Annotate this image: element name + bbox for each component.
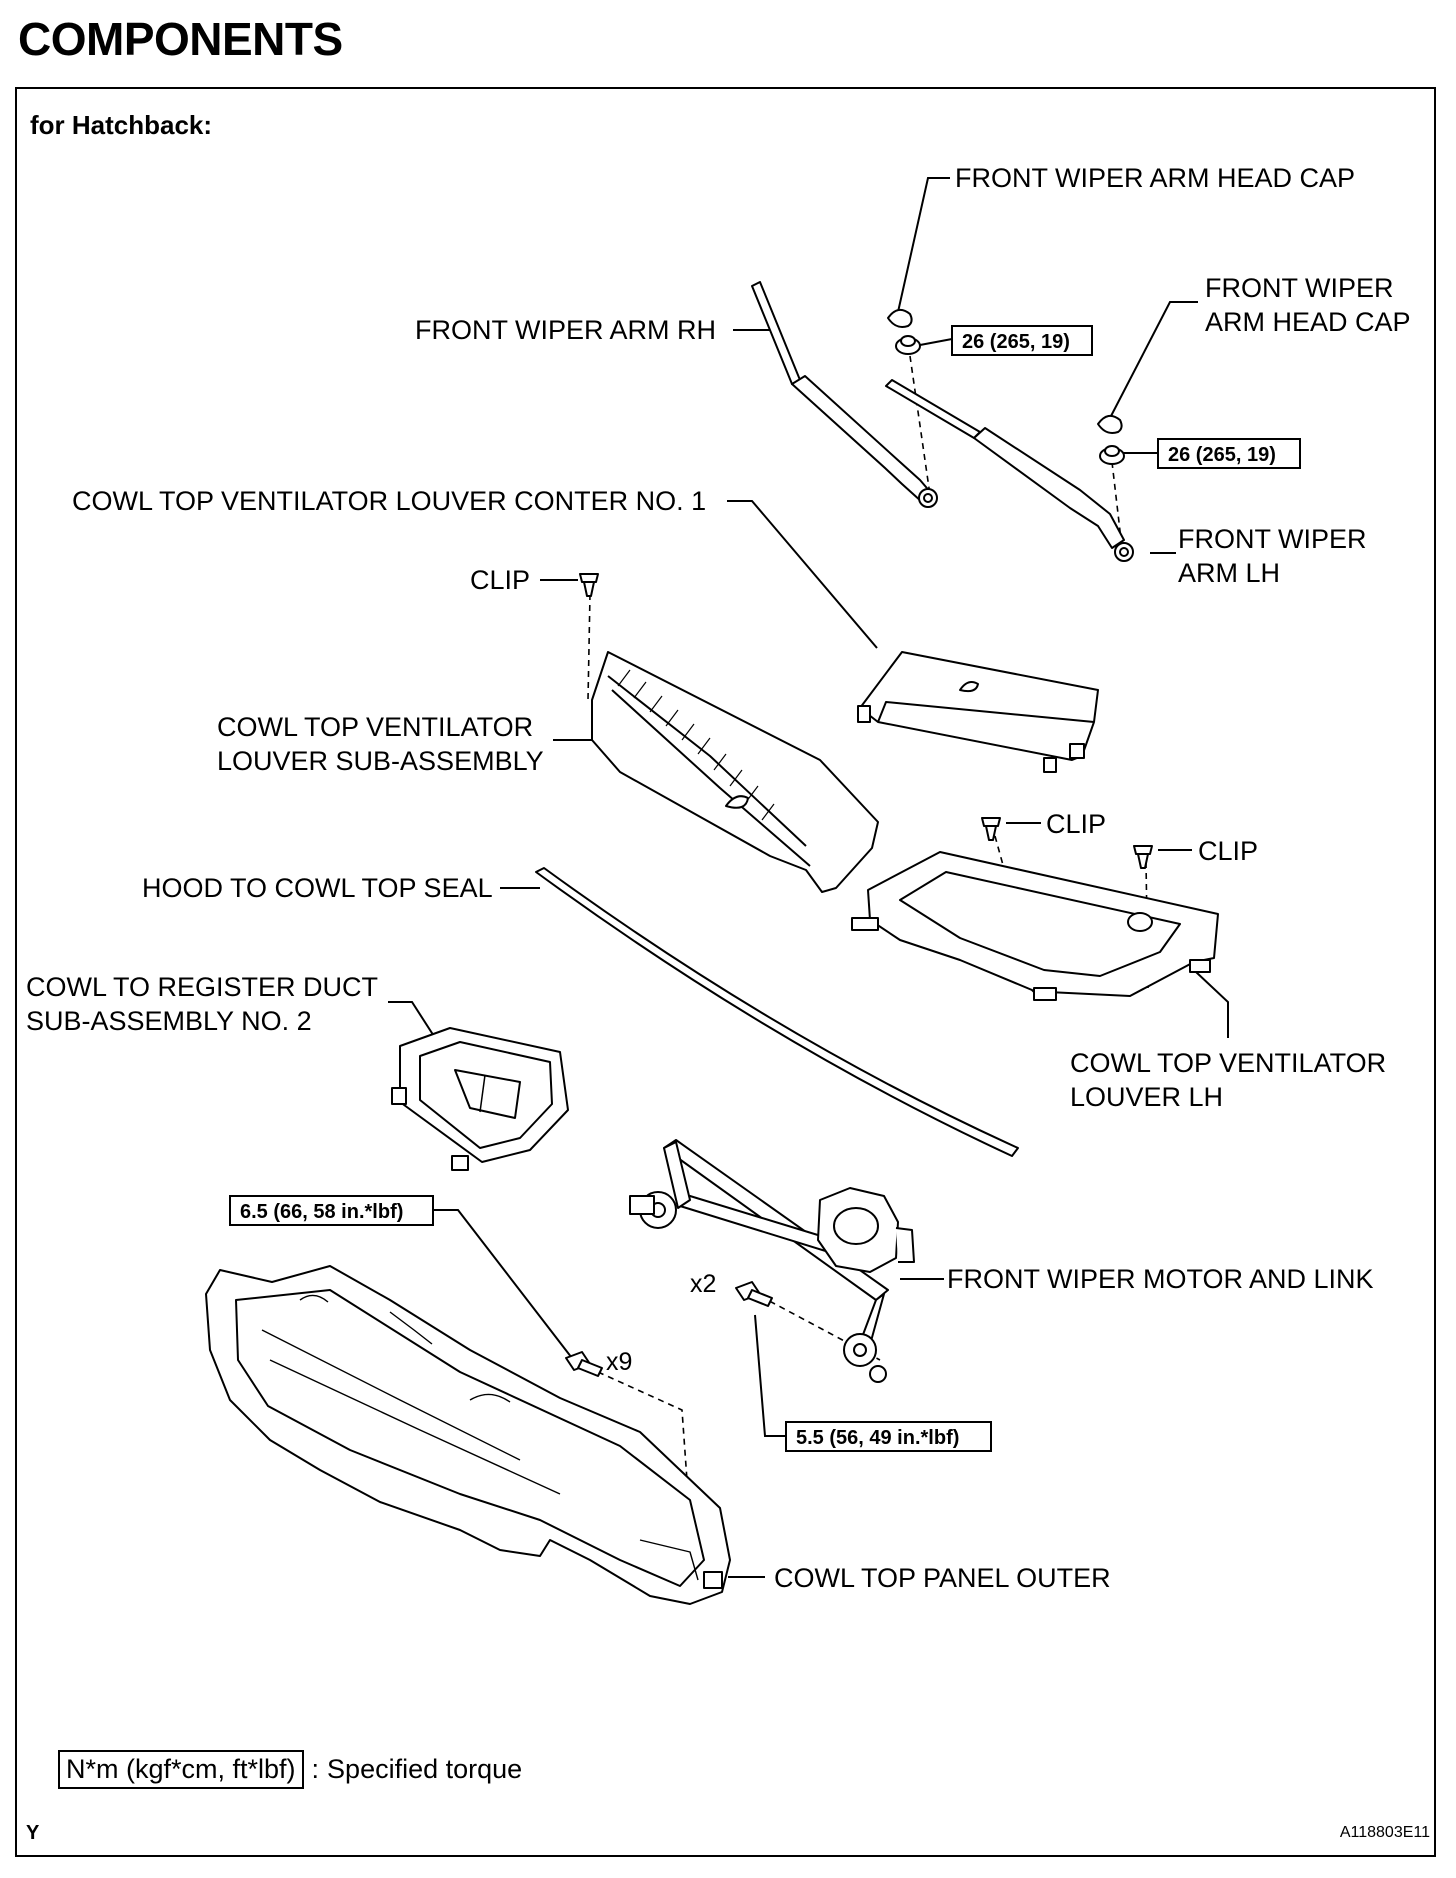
label-louver-sub-line1: COWL TOP VENTILATOR xyxy=(217,712,533,742)
leader-motor-bolt xyxy=(754,1314,786,1437)
label-head-cap-2-line1: FRONT WIPER xyxy=(1205,273,1394,303)
label-head-cap-1: FRONT WIPER ARM HEAD CAP xyxy=(955,163,1355,193)
qty-panel-bolt: x9 xyxy=(606,1348,632,1376)
parts xyxy=(205,281,1219,1605)
label-motor-link: FRONT WIPER MOTOR AND LINK xyxy=(947,1264,1374,1294)
panel-bolt-part xyxy=(565,1351,603,1377)
label-duct-line1: COWL TO REGISTER DUCT xyxy=(26,972,378,1002)
louver-lh-part xyxy=(851,851,1219,1001)
torque-panel-bolt-text: 6.5 (66, 58 in.*lbf) xyxy=(240,1201,403,1223)
legend-unit-box: N*m (kgf*cm, ft*lbf) xyxy=(58,1750,304,1789)
label-clip-3: CLIP xyxy=(1198,836,1258,866)
head-cap-2-part xyxy=(1097,414,1123,434)
louver-sub-assembly-part xyxy=(591,651,879,893)
label-duct-line2: SUB-ASSEMBLY NO. 2 xyxy=(26,1006,312,1036)
register-duct-part xyxy=(391,1027,569,1171)
hood-seal-part xyxy=(535,867,1019,1157)
label-arm-rh: FRONT WIPER ARM RH xyxy=(415,315,716,345)
diagram-frame xyxy=(15,87,1436,1857)
louver-center-part xyxy=(857,651,1099,773)
torque-nut-lh: 26 (265, 19) xyxy=(1157,438,1301,469)
nut-rh-part xyxy=(895,335,921,355)
torque-legend: N*m (kgf*cm, ft*lbf) : Specified torque xyxy=(58,1750,522,1789)
leader-panel-bolt xyxy=(433,1209,576,1363)
leader-head-cap-2 xyxy=(1109,301,1198,419)
torque-motor-bolt-text: 5.5 (56, 49 in.*lbf) xyxy=(796,1427,959,1449)
path-nut-lh xyxy=(1111,461,1123,549)
corner-mark: Y xyxy=(26,1822,40,1844)
leader-lines xyxy=(388,177,1229,1578)
wiper-motor-link-part xyxy=(629,1139,915,1383)
wiper-arm-rh-part xyxy=(751,281,938,508)
path-nut-rh xyxy=(909,355,931,496)
leader-louver-lh xyxy=(1195,971,1229,1038)
cowl-panel-outer-part xyxy=(205,1265,731,1605)
leader-head-cap-1 xyxy=(897,177,950,313)
nut-lh-part xyxy=(1099,445,1125,465)
path-panel-bolt xyxy=(597,1371,693,1551)
torque-nut-rh-text: 26 (265, 19) xyxy=(962,331,1070,353)
label-louver-center: COWL TOP VENTILATOR LOUVER CONTER NO. 1 xyxy=(72,486,706,516)
page-title: COMPONENTS xyxy=(18,13,343,65)
motor-bolt-part xyxy=(735,1281,773,1307)
clip-2-part xyxy=(981,817,1001,841)
qty-motor-bolt: x2 xyxy=(690,1270,716,1298)
clip-1-part xyxy=(579,573,599,597)
torque-nut-lh-text: 26 (265, 19) xyxy=(1168,444,1276,466)
legend-text: Specified torque xyxy=(327,1754,523,1784)
label-arm-lh-line1: FRONT WIPER xyxy=(1178,524,1367,554)
label-panel-outer: COWL TOP PANEL OUTER xyxy=(774,1563,1111,1593)
part-labels: FRONT WIPER ARM HEAD CAP FRONT WIPER ARM… xyxy=(26,163,1411,1593)
torque-nut-rh: 26 (265, 19) xyxy=(951,325,1093,356)
label-louver-lh-line1: COWL TOP VENTILATOR xyxy=(1070,1048,1386,1078)
torque-motor-bolt: 5.5 (56, 49 in.*lbf) xyxy=(785,1421,992,1452)
quantity-labels: x9 x2 xyxy=(606,1270,716,1376)
leader-louver-center xyxy=(727,500,878,649)
label-louver-sub-line2: LOUVER SUB-ASSEMBLY xyxy=(217,746,544,776)
head-cap-1-part xyxy=(887,308,913,328)
label-clip-2: CLIP xyxy=(1046,809,1106,839)
torque-callouts: 26 (265, 19) 26 (265, 19) 6.5 (66, 58 in… xyxy=(229,325,1301,1452)
wiper-arm-lh-part xyxy=(885,379,1134,562)
label-clip-1: CLIP xyxy=(470,565,530,595)
variant-label: for Hatchback: xyxy=(30,110,213,140)
legend-separator: : xyxy=(311,1754,320,1784)
leader-torque-nut-rh xyxy=(919,338,953,346)
figure-id: A118803E11 xyxy=(1339,1824,1430,1841)
label-louver-lh-line2: LOUVER LH xyxy=(1070,1082,1223,1112)
label-head-cap-2-line2: ARM HEAD CAP xyxy=(1205,307,1411,337)
label-arm-lh-line2: ARM LH xyxy=(1178,558,1280,588)
label-seal: HOOD TO COWL TOP SEAL xyxy=(142,873,493,903)
clip-3-part xyxy=(1133,845,1153,869)
path-clip-1 xyxy=(587,593,591,701)
torque-panel-bolt: 6.5 (66, 58 in.*lbf) xyxy=(229,1195,434,1226)
